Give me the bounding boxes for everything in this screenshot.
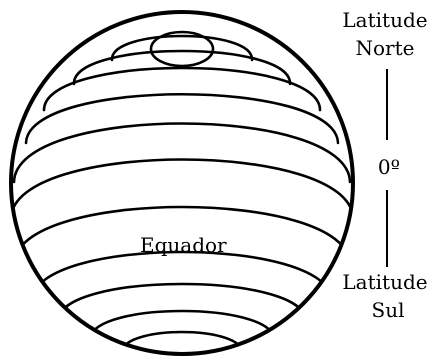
latitude-line-30n — [24, 93, 340, 145]
latitude-line-45n — [42, 66, 322, 112]
globe-outline — [9, 10, 355, 356]
zero-degree-label: 0º — [378, 155, 400, 179]
latitude-line-60s — [120, 330, 244, 352]
north-latitude-label-line1: Latitude — [342, 8, 427, 32]
latitude-line-30s — [56, 282, 308, 322]
latitude-line-60n — [72, 49, 292, 86]
latitude-line-top-cap — [149, 30, 215, 68]
north-latitude-label-line2: Norte — [356, 36, 415, 60]
latitude-line-equator-upper — [11, 158, 353, 220]
latitude-line-15s — [30, 250, 334, 302]
latitude-line-45s — [88, 309, 276, 340]
latitude-line-15n — [12, 122, 352, 184]
latitude-line-80n — [110, 34, 254, 62]
latitude-line-equator — [12, 205, 352, 266]
south-latitude-label-line2: Sul — [372, 298, 405, 322]
south-latitude-label-line1: Latitude — [342, 270, 427, 294]
equator-label: Equador — [140, 233, 227, 257]
